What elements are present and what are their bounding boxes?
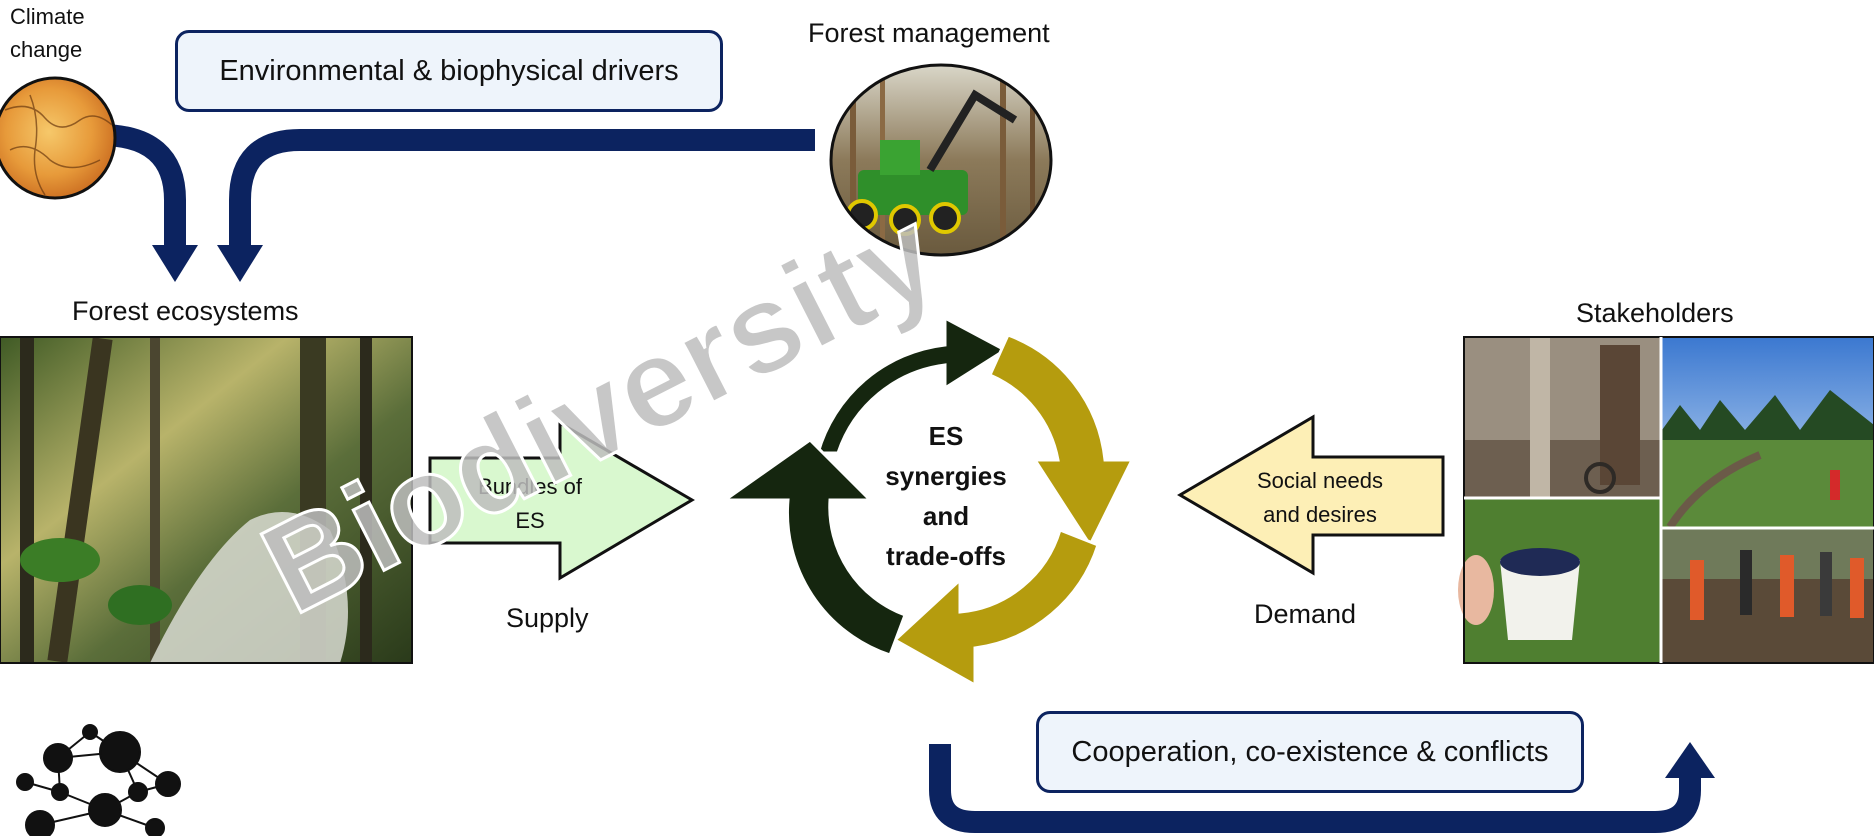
- demand-arrow-label-line1: Social needs: [1257, 468, 1383, 493]
- cycle-text-line1: ES: [929, 421, 964, 451]
- climate-change-label: Climate change: [10, 0, 85, 66]
- stakeholders-image: [1458, 336, 1874, 664]
- forest-management-label: Forest management: [808, 18, 1050, 48]
- cycle-arrow-right: [988, 333, 1135, 549]
- cycle-text-line4: trade-offs: [886, 541, 1006, 571]
- es-cycle: ES synergies and trade-offs: [720, 315, 1135, 688]
- drivers-box: Environmental & biophysical drivers: [175, 30, 723, 112]
- climate-change-label-line2: change: [10, 37, 83, 62]
- climate-arrow: [99, 124, 198, 282]
- forest-ecosystems-label: Forest ecosystems: [72, 296, 299, 326]
- cycle-text-line2: synergies: [885, 461, 1006, 491]
- climate-globe-image: [0, 76, 117, 200]
- supply-label: Supply: [506, 603, 589, 633]
- cycle-arrow-left: [720, 438, 907, 657]
- forest-management-image: [829, 63, 1053, 257]
- cooperation-arrow: [929, 742, 1715, 833]
- management-arrow: [217, 129, 815, 282]
- forest-ecosystems-image: [0, 336, 413, 664]
- climate-change-label-line1: Climate: [10, 4, 85, 29]
- cycle-arrow-top: [816, 315, 1008, 455]
- demand-arrow-label-line2: and desires: [1263, 502, 1377, 527]
- supply-arrow-label-line1: Bundles of: [478, 474, 583, 499]
- cycle-text-line3: and: [923, 501, 969, 531]
- demand-arrow: Social needs and desires: [1177, 414, 1445, 576]
- network-icon: [16, 724, 181, 836]
- demand-label: Demand: [1254, 599, 1357, 629]
- stakeholders-label: Stakeholders: [1576, 298, 1734, 328]
- supply-arrow: Bundles of ES: [428, 420, 695, 581]
- cooperation-box: Cooperation, co-existence & conflicts: [1036, 711, 1584, 793]
- supply-arrow-label-line2: ES: [515, 508, 544, 533]
